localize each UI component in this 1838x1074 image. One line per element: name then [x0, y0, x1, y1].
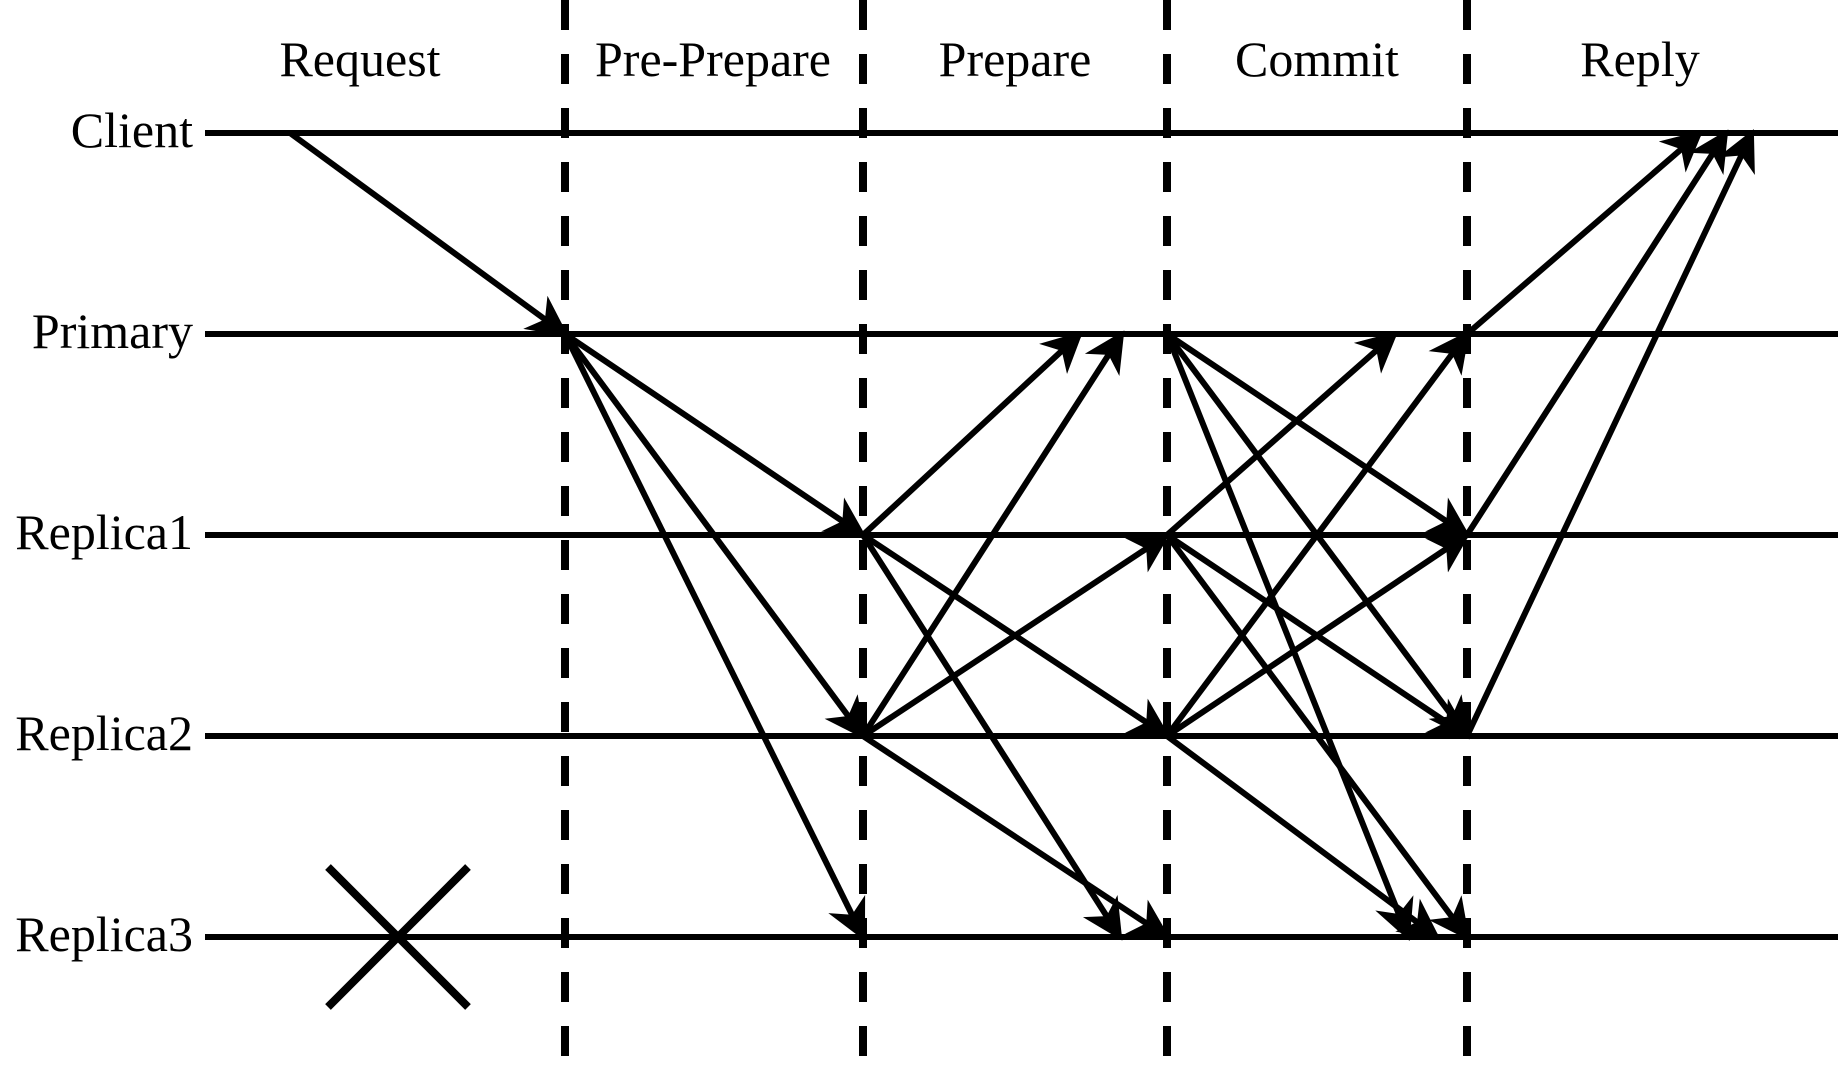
actor-label-replica2: Replica2	[15, 705, 193, 761]
message-commit-replica2-to-replica3	[1165, 733, 1441, 940]
message-commit-replica2-to-replica1	[1165, 532, 1471, 739]
x-stroke-2	[325, 864, 471, 1010]
actor-label-client: Client	[70, 102, 193, 158]
phase-divider-group	[561, 0, 1471, 1074]
message-reply-primary-to-client	[1465, 130, 1704, 337]
message-pre-prepare-primary-to-replica2	[562, 332, 866, 740]
actor-label-replica3: Replica3	[15, 906, 193, 962]
actor-label-primary: Primary	[31, 303, 193, 359]
message-request-client-to-primary	[288, 130, 569, 337]
phase-label-pre-prepare: Pre-Prepare	[595, 31, 831, 87]
actor-label-replica1: Replica1	[15, 504, 193, 560]
message-arrow-group	[288, 129, 1755, 942]
message-reply-replica1-to-client	[1464, 129, 1729, 537]
message-prepare-replica2-to-primary	[860, 330, 1125, 738]
message-prepare-replica2-to-replica3	[861, 733, 1171, 940]
phase-label-request: Request	[279, 31, 441, 87]
faulty-replica-x-icon	[325, 864, 471, 1010]
message-commit-primary-to-replica3	[1164, 332, 1414, 942]
message-commit-replica1-to-replica3	[1164, 533, 1470, 941]
message-commit-replica1-to-primary	[1165, 331, 1399, 538]
phase-label-commit: Commit	[1235, 31, 1399, 87]
message-pre-prepare-primary-to-replica1	[563, 331, 867, 538]
message-commit-primary-to-replica1	[1165, 331, 1471, 538]
message-commit-replica2-to-primary	[1164, 330, 1470, 738]
message-prepare-replica2-to-replica1	[861, 532, 1171, 739]
phase-label-prepare: Prepare	[938, 31, 1092, 87]
actor-timeline-group	[205, 130, 1838, 940]
message-pre-prepare-primary-to-replica3	[562, 332, 866, 941]
phase-label-reply: Reply	[1580, 31, 1700, 87]
message-reply-replica2-to-client	[1464, 129, 1755, 738]
message-prepare-replica1-to-replica3	[860, 533, 1123, 941]
message-prepare-replica1-to-primary	[860, 331, 1084, 538]
